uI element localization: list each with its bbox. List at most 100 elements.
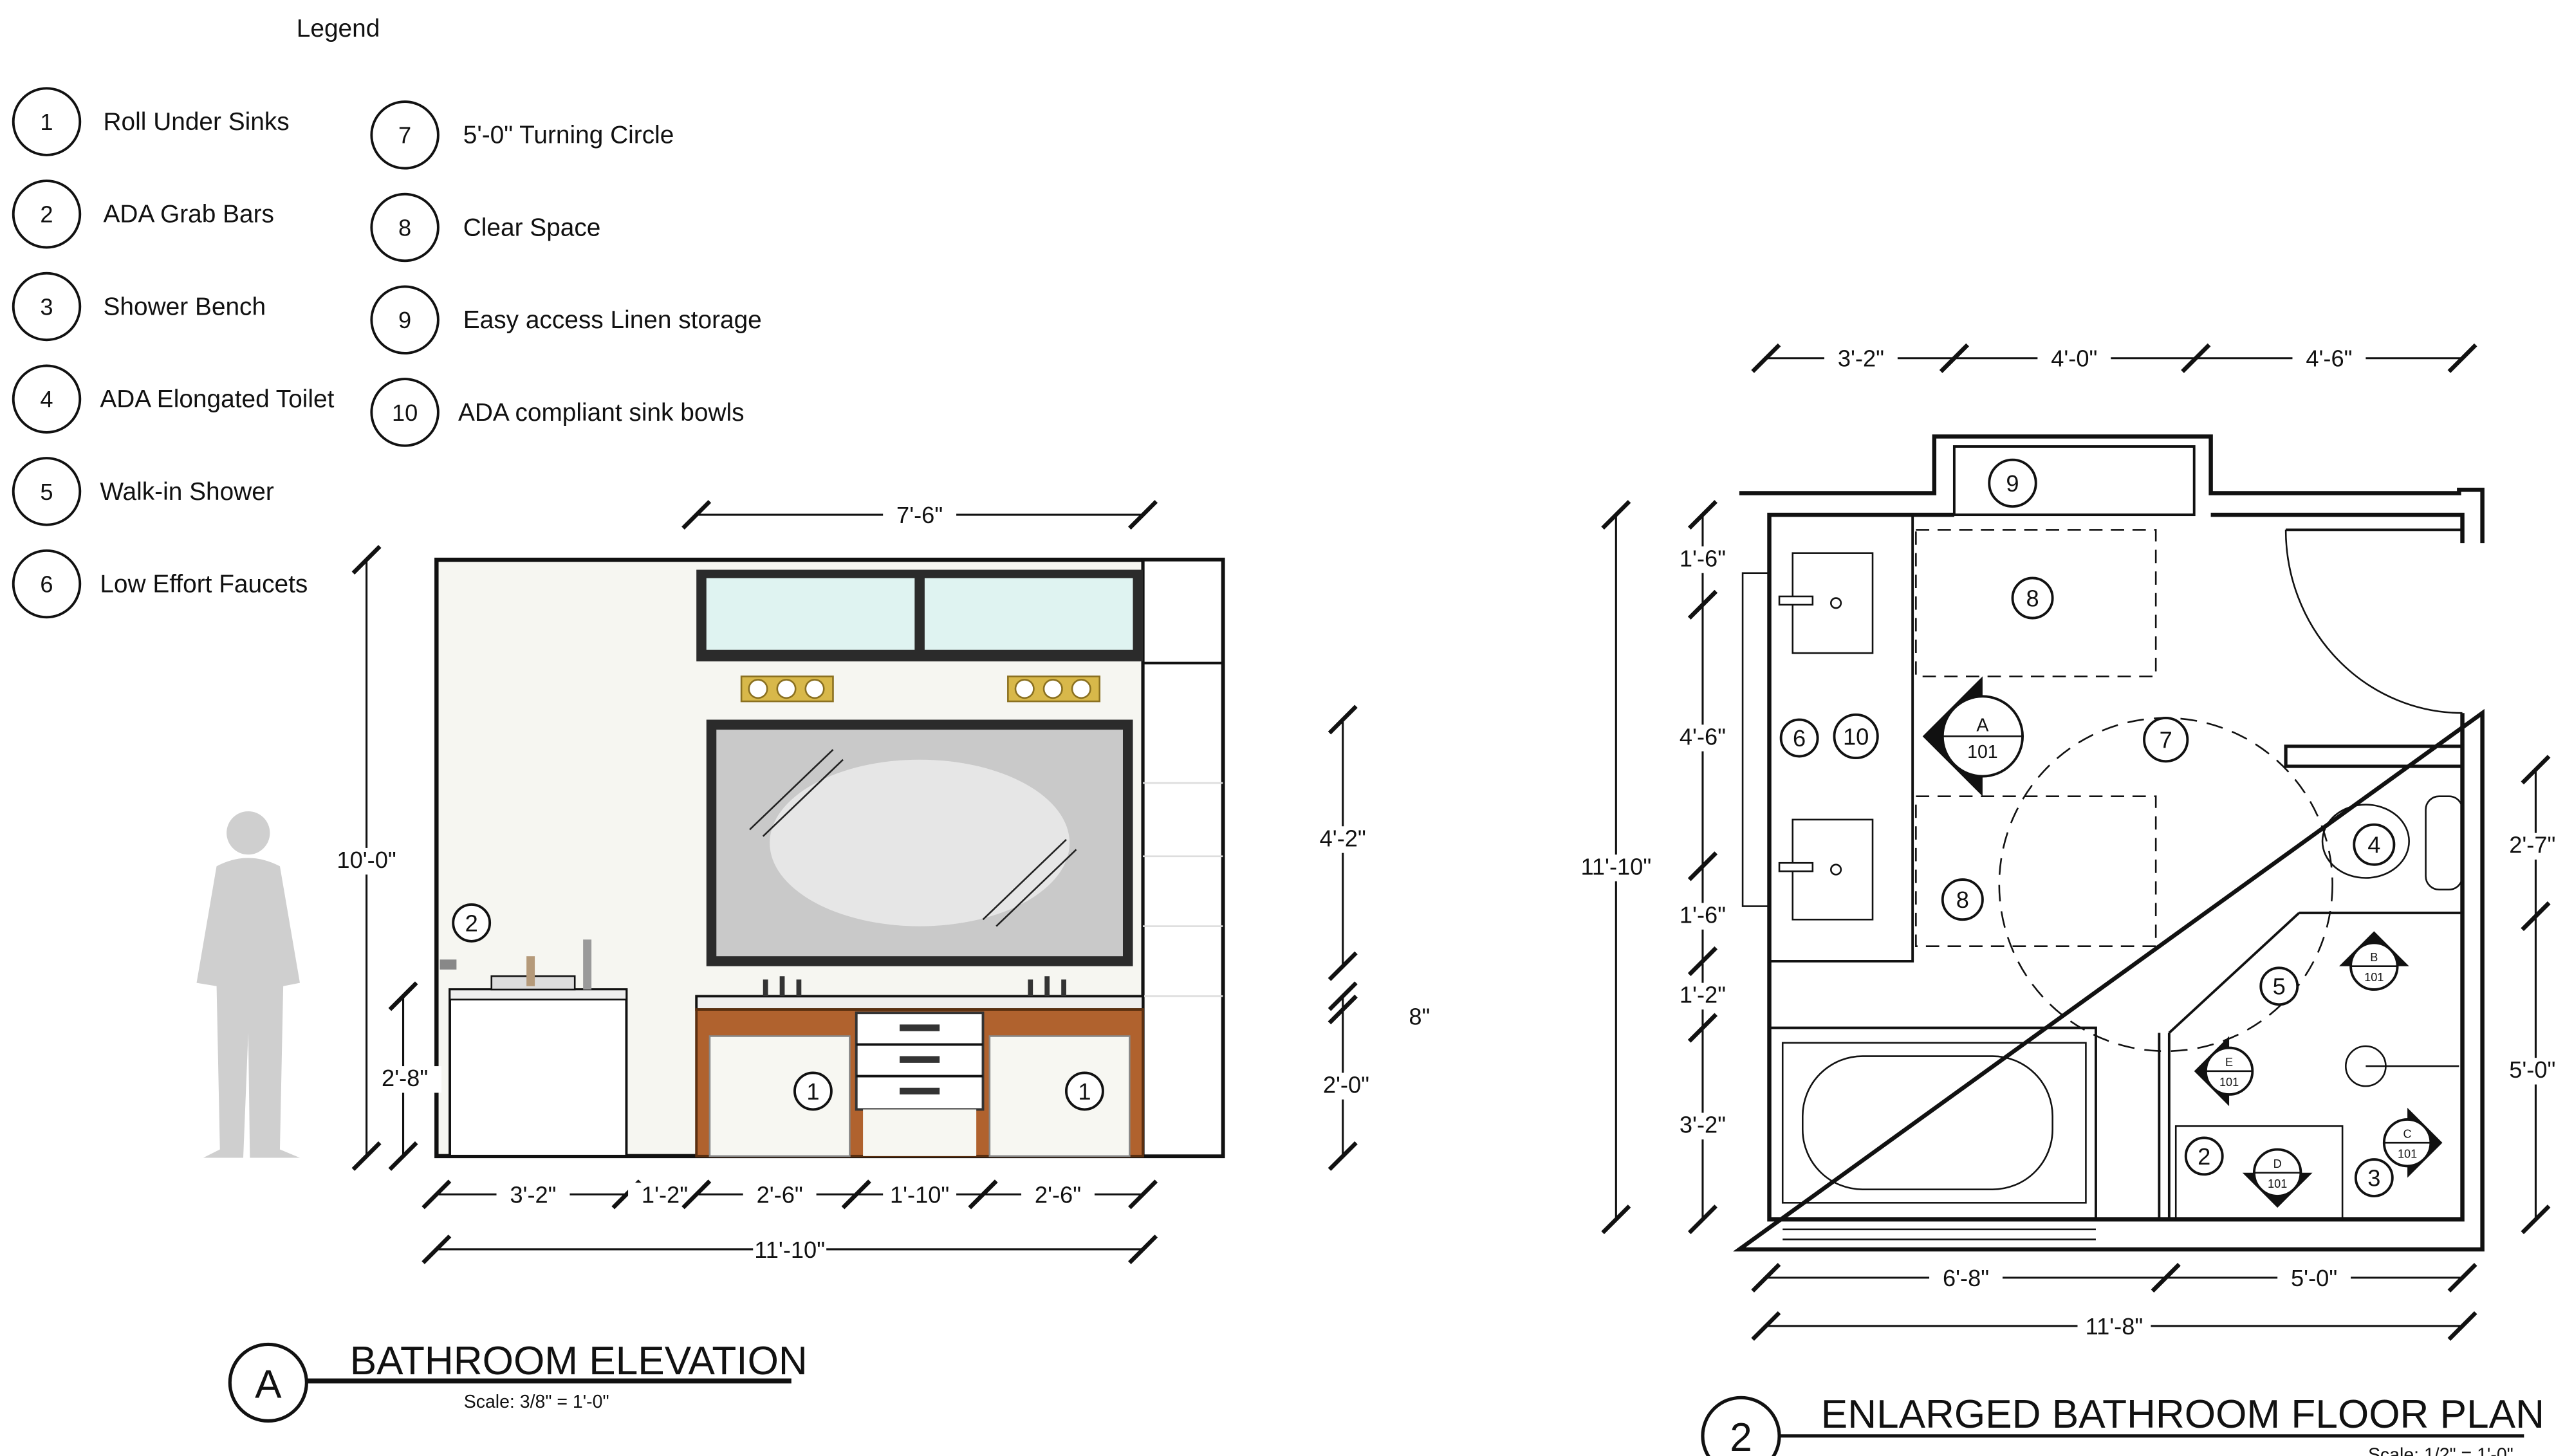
legend-label: 5'-0" Turning Circle [463, 122, 674, 149]
toilet [2321, 795, 2463, 890]
dimension-label: 1'-2" [1680, 982, 1726, 1008]
dimension: 11'-10" [421, 1234, 1158, 1265]
legend-number-label: 4 [40, 386, 53, 412]
section-sheet: 101 [2398, 1147, 2417, 1160]
plan-callout-label: 5 [2273, 973, 2286, 1000]
section-sheet: 101 [2268, 1177, 2287, 1190]
dimension-label: 5'-0" [2291, 1265, 2337, 1291]
legend-number-label: 7 [398, 122, 411, 149]
legend-number: 4 [12, 364, 82, 434]
door-swing [2284, 530, 2463, 714]
dimension: 1'-2" [1665, 946, 1739, 1043]
outer-wall [1732, 434, 2485, 1252]
dimension-label: 7'-6" [896, 502, 943, 528]
legend-label: ADA Grab Bars [104, 201, 274, 228]
section-letter: E [2225, 1056, 2233, 1069]
dimension: 1'-6" [1665, 500, 1739, 620]
section-letter: A [1976, 715, 1988, 736]
dimension: 2'-6" [968, 1179, 1158, 1210]
plan-callout: 4 [2353, 823, 2396, 866]
legend-number-label: 6 [40, 571, 53, 597]
dimension: 2'-6" [681, 1179, 871, 1210]
dimension: 6'-8" [1751, 1262, 2181, 1293]
legend-number: 5 [12, 457, 82, 526]
grab-bar [440, 959, 457, 970]
plan-callout-label: 9 [2006, 470, 2019, 497]
elevation-scale: Scale: 3/8" = 1'-0" [464, 1392, 609, 1412]
plan-title-block: 2 ENLARGED BATHROOM FLOOR PLAN Scale: 1/… [1701, 1392, 2544, 1456]
dimension: 4'-2" [1306, 705, 1380, 981]
dimension-label: 5'-0" [2509, 1056, 2555, 1083]
legend-item: 7 5'-0" Turning Circle [370, 100, 674, 170]
plan-callout: 8 [2011, 576, 2054, 620]
elevation-title: BATHROOM ELEVATION [350, 1339, 808, 1383]
dimension-label: 3'-2" [1680, 1112, 1726, 1138]
accessible-vanity [440, 939, 628, 1157]
dimension-label: 4'-6" [2306, 346, 2352, 372]
elevation-tag: A [255, 1362, 282, 1406]
dimension: 3'-2" [1665, 1013, 1739, 1235]
dimension: 2'-8" [368, 981, 442, 1171]
plan-callout-label: 8 [1956, 887, 1969, 913]
dimension: 1'-6" [1665, 851, 1739, 976]
dimension: 10'-0" [329, 545, 403, 1171]
transom-window [696, 569, 1143, 661]
dimension-label: 1'-6" [1680, 901, 1726, 928]
legend-label: Roll Under Sinks [104, 108, 290, 136]
elevation-callout-label: 1 [1078, 1078, 1091, 1105]
dimension-label: 2'-0" [1323, 1071, 1369, 1098]
plan-callout: 10 [1833, 713, 1879, 760]
legend-label: Shower Bench [104, 293, 266, 320]
dimension: 3'-2" [1751, 343, 1969, 374]
bathroom-elevation [196, 557, 1225, 1159]
legend-label: Walk-in Shower [100, 478, 274, 506]
plan-callout-label: 6 [1793, 725, 1806, 751]
dimension-label: 11'-10" [754, 1237, 825, 1263]
plan-callout: 2 [2184, 1136, 2224, 1176]
dimension-label: 4'-6" [1680, 723, 1726, 750]
legend-number-label: 10 [392, 400, 418, 426]
elevation-callout-label: 2 [465, 910, 478, 936]
dimension-label: 2'-7" [2509, 832, 2555, 858]
plan-callout-label: 10 [1843, 723, 1869, 750]
legend-item: 5 Walk-in Shower [12, 457, 274, 526]
toilet-partition [2284, 744, 2465, 768]
elevation-callout: 2 [452, 903, 492, 943]
plan-callout-label: 2 [2198, 1143, 2210, 1170]
legend-number-label: 5 [40, 479, 53, 505]
plan-tag: 2 [1730, 1415, 1752, 1456]
section-mark-c[interactable]: C 101 [2382, 1107, 2443, 1178]
dimension: 7'-6" [681, 500, 1158, 530]
vanity-plan [1741, 513, 1914, 963]
legend-number: 7 [370, 100, 440, 170]
dimension: 5'-0" [2495, 901, 2569, 1235]
plan-callout: 6 [1779, 718, 1819, 758]
elevation-callout-label: 1 [806, 1078, 819, 1105]
legend-label: Easy access Linen storage [463, 306, 762, 334]
dimension: 8" [1328, 981, 1456, 1031]
dimension-label: 2'-6" [1035, 1181, 1081, 1208]
dimension-label: 1'-6" [1680, 545, 1726, 571]
dimension-label: 2'-6" [757, 1181, 803, 1208]
dimension: 3'-2" [421, 1179, 642, 1210]
dimension: 4'-6" [2181, 343, 2477, 374]
dimension-label: 1'-2" [642, 1181, 688, 1208]
legend-number: 10 [370, 378, 440, 447]
section-letter: C [2403, 1127, 2412, 1140]
bathtub [1768, 1026, 2097, 1240]
plan-scale: Scale: 1/2" = 1'-0" [2368, 1445, 2514, 1456]
section-sheet: 101 [2364, 971, 2384, 984]
